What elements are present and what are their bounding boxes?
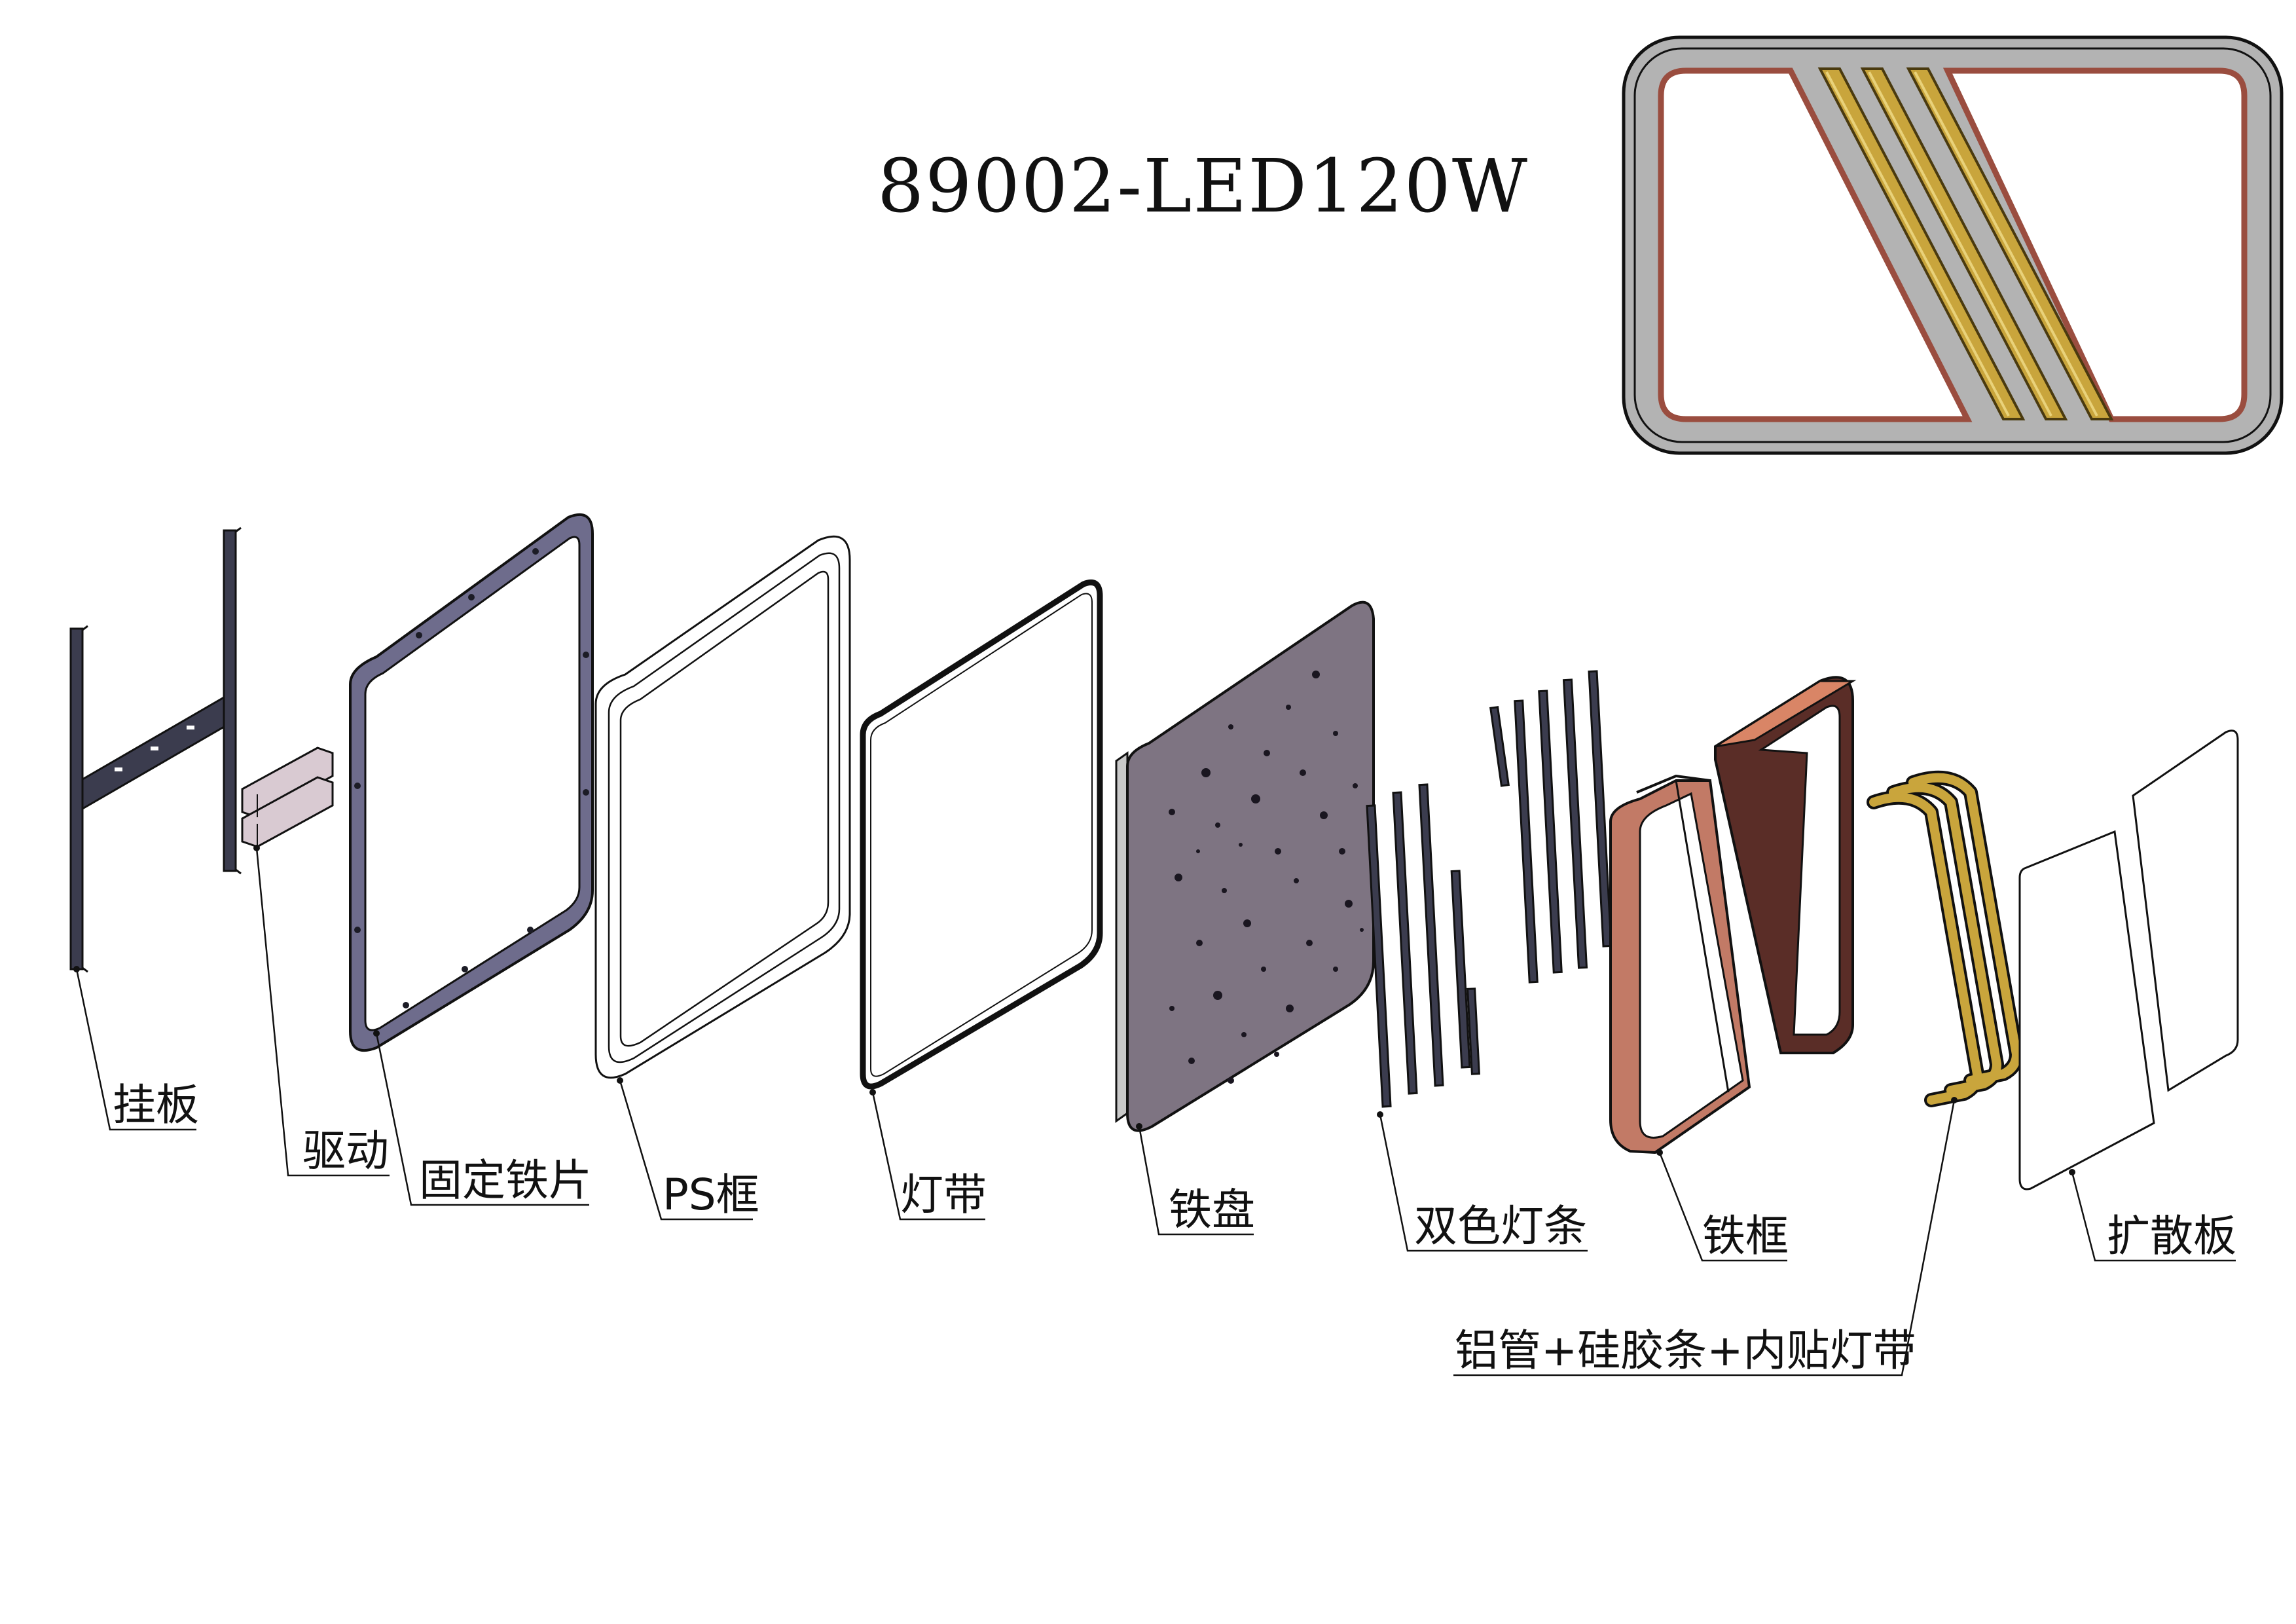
label-fixing-iron-sheet: 固定铁片: [419, 1155, 592, 1206]
leader-lines: [75, 847, 2236, 1376]
iron-frame-part: [1609, 676, 1857, 1154]
label-hanging-plate: 挂板: [113, 1080, 199, 1130]
label-iron-tray: 铁盘: [1169, 1185, 1255, 1235]
front-view-preview: [1622, 35, 2284, 455]
driver-part: [241, 747, 334, 848]
ps-frame-part: [594, 535, 851, 1079]
label-driver: 驱动: [302, 1126, 389, 1176]
label-ps-frame: PS框: [663, 1170, 759, 1220]
label-light-strip: 灯带: [900, 1170, 987, 1220]
label-aluminum-tube-assembly: 铝管+硅胶条+内贴灯带: [1455, 1325, 1916, 1376]
label-dual-color-light-bars: 双色灯条: [1414, 1201, 1587, 1251]
fixing-iron-sheet-part: [349, 513, 594, 1052]
diffuser-plate-part: [2018, 729, 2239, 1190]
label-iron-frame: 铁框: [1702, 1211, 1789, 1261]
hanging-plate-part: [69, 526, 242, 973]
aluminum-tube-assembly-part: [1867, 770, 2024, 1107]
light-strip-part: [860, 579, 1103, 1090]
label-diffuser-plate: 扩散板: [2107, 1211, 2236, 1261]
iron-tray-part: [1115, 600, 1375, 1132]
dual-color-light-bars-part: [1366, 670, 1613, 1108]
leader-dots: [73, 845, 2075, 1175]
